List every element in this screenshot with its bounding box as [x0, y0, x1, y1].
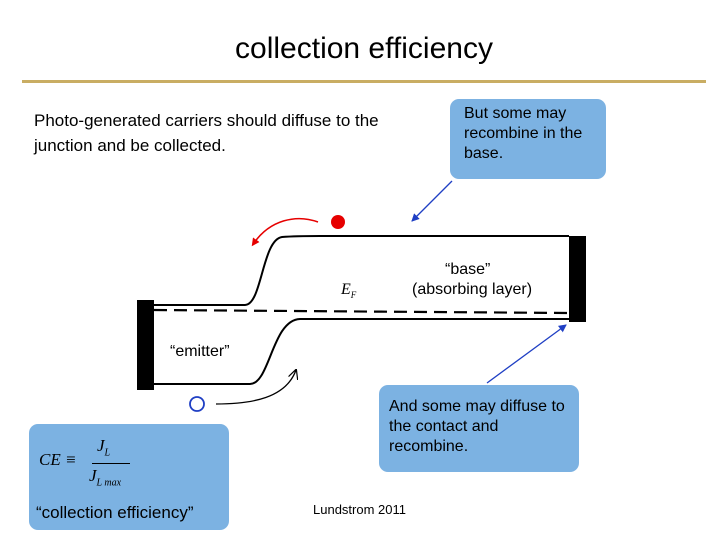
slide-title: collection efficiency: [235, 32, 493, 65]
conduction-band: [154, 235, 569, 306]
electron-path-arrow: [251, 218, 319, 247]
callout-recombine-base: But some may recombine in the base.: [450, 99, 606, 179]
footer-credit: Lundstrom 2011: [313, 502, 406, 517]
fermi-level-line: [153, 308, 570, 315]
ce-numerator-symbol: J: [97, 436, 105, 455]
callout-pointer-contact: [486, 324, 567, 384]
ce-denominator-symbol: J: [89, 466, 97, 485]
hole-icon: [189, 396, 205, 412]
valence-band: [154, 317, 569, 385]
fermi-subscript: F: [350, 290, 357, 301]
callout-diffuse-contact: And some may diffuse to the contact and …: [379, 385, 579, 472]
right-contact: [569, 236, 586, 322]
ce-caption: “collection efficiency”: [36, 503, 194, 522]
callout-diffuse-contact-text: And some may diffuse to the contact and …: [389, 398, 565, 455]
intro-text: Photo-generated carriers should diffuse …: [34, 111, 379, 155]
ce-denominator-subscript: L max: [96, 477, 122, 489]
ce-numerator-subscript: L: [104, 447, 111, 459]
collection-efficiency-definition: CE ≡ JL JL max “collection efficiency”: [29, 424, 229, 530]
ce-lhs: CE ≡: [39, 450, 77, 469]
fermi-level-label: EF: [341, 281, 356, 300]
base-sublabel: (absorbing layer): [412, 281, 533, 298]
callout-recombine-base-text: But some may recombine in the base.: [464, 105, 583, 162]
emitter-label: “emitter”: [170, 343, 230, 360]
title-divider: [22, 80, 706, 83]
hole-path-arrow: [215, 370, 296, 405]
ce-numerator: JL: [97, 436, 110, 463]
callout-pointer-base: [411, 180, 453, 222]
electron-icon: [331, 215, 345, 229]
left-contact: [137, 300, 154, 390]
base-label: “base”: [445, 261, 491, 278]
ce-denominator: JL max: [89, 466, 121, 493]
fermi-symbol: E: [341, 281, 351, 298]
ce-fraction-bar: [92, 463, 130, 464]
